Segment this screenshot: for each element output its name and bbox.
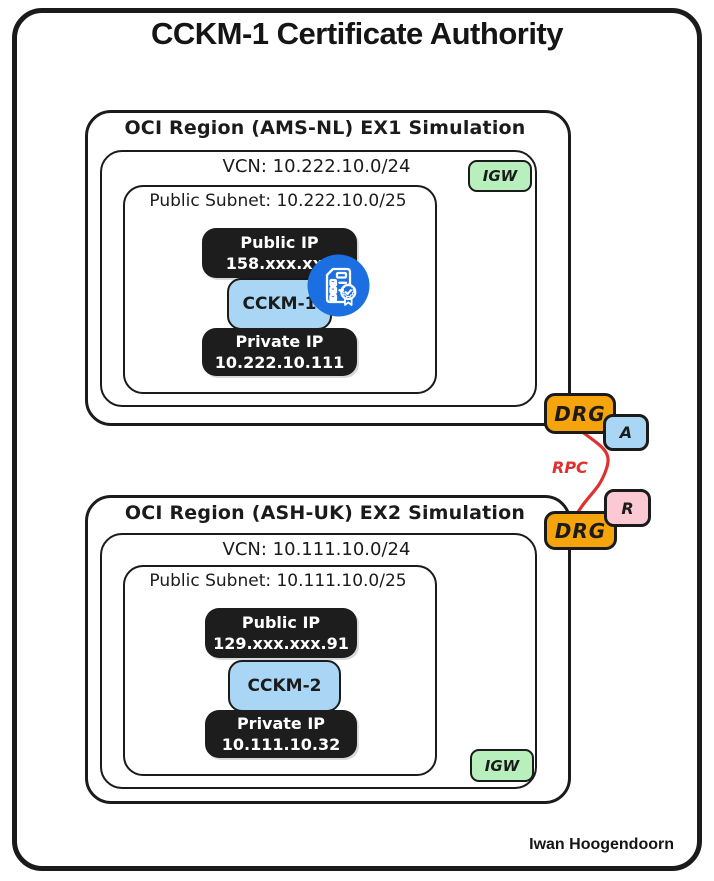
subnet-label-2: Public Subnet: 10.111.10.0/25: [149, 571, 407, 591]
igw-badge-2: IGW: [470, 749, 534, 782]
vcn-label-2: VCN: 10.111.10.0/24: [222, 539, 411, 560]
igw-badge-1: IGW: [468, 160, 532, 192]
private-ip-title-2: Private IP: [236, 714, 326, 733]
certificate-icon: [307, 254, 370, 317]
private-ip-value-1: 10.222.10.111: [214, 353, 345, 372]
igw-label-2: IGW: [484, 756, 520, 775]
diagram-title: CCKM-1 Certificate Authority: [151, 16, 564, 51]
peer-accepter-badge: A: [603, 414, 649, 451]
region-box-ash-uk: [85, 495, 571, 804]
igw-label-1: IGW: [482, 167, 518, 185]
peer-accepter-label: A: [619, 423, 633, 442]
drg-label-top: DRG: [554, 401, 606, 426]
public-ip-value-2: 129.xxx.xxx.91: [213, 634, 349, 653]
instance-pill-cckm-2: CCKM-2: [228, 660, 341, 712]
vcn-label-1: VCN: 10.222.10.0/24: [222, 156, 411, 177]
region-label-ash-uk: OCI Region (ASH-UK) EX2 Simulation: [124, 502, 526, 524]
vcn-box-1: [100, 150, 537, 407]
peer-requester-label: R: [621, 498, 634, 518]
private-ip-pill-2: Private IP 10.111.10.32: [205, 710, 357, 758]
diagram-outer-border: [12, 8, 702, 871]
region-label-ams-nl: OCI Region (AMS-NL) EX1 Simulation: [124, 117, 526, 139]
rpc-label: RPC: [552, 458, 588, 477]
public-ip-title-2: Public IP: [241, 613, 321, 632]
private-ip-pill-1: Private IP 10.222.10.111: [202, 328, 357, 376]
private-ip-value-2: 10.111.10.32: [221, 735, 341, 754]
instance-label-cckm-1: CCKM-1: [242, 294, 317, 314]
subnet-box-1: [123, 185, 437, 394]
vcn-box-2: [100, 533, 537, 789]
peer-requester-badge: R: [604, 489, 651, 527]
attribution-text: Iwan Hoogendoorn: [529, 836, 674, 853]
subnet-label-1: Public Subnet: 10.222.10.0/25: [149, 191, 407, 211]
instance-label-cckm-2: CCKM-2: [247, 676, 322, 696]
drg-label-bottom: DRG: [554, 518, 607, 543]
subnet-box-2: [123, 565, 437, 776]
region-box-ams-nl: [85, 110, 571, 426]
public-ip-pill-2: Public IP 129.xxx.xxx.91: [205, 608, 357, 658]
public-ip-title-1: Public IP: [240, 233, 319, 252]
private-ip-title-1: Private IP: [235, 332, 324, 351]
public-ip-value-1: 158.xxx.xxx: [225, 254, 334, 273]
